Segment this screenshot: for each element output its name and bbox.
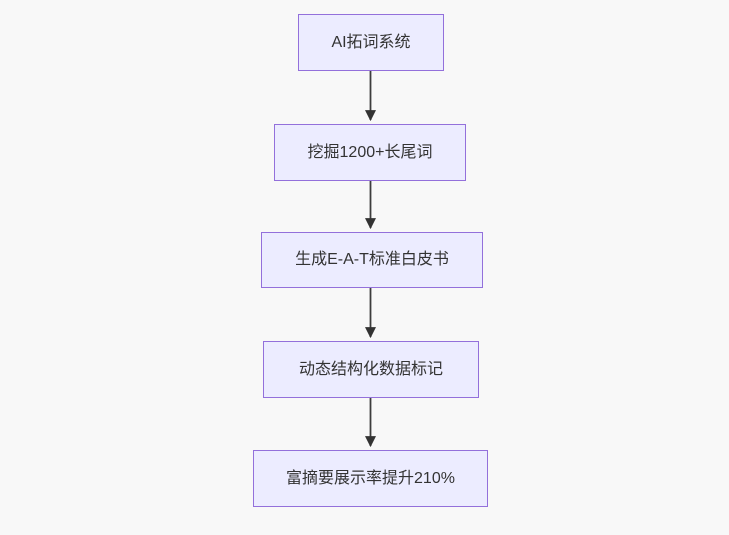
flow-node-structured-data-markup: 动态结构化数据标记 <box>263 341 479 398</box>
flow-node-rich-snippet-uplift: 富摘要展示率提升210% <box>253 450 488 507</box>
flow-node-eat-whitepaper: 生成E-A-T标准白皮书 <box>261 232 483 288</box>
flow-node-label: 富摘要展示率提升210% <box>286 469 455 487</box>
flow-node-label: AI拓词系统 <box>331 33 411 51</box>
flow-node-ai-keyword-system: AI拓词系统 <box>298 14 444 71</box>
flow-node-label: 挖掘1200+长尾词 <box>307 143 433 161</box>
flow-node-label: 生成E-A-T标准白皮书 <box>295 251 449 269</box>
flow-node-longtail-mining: 挖掘1200+长尾词 <box>274 124 466 181</box>
flow-node-label: 动态结构化数据标记 <box>298 360 443 378</box>
